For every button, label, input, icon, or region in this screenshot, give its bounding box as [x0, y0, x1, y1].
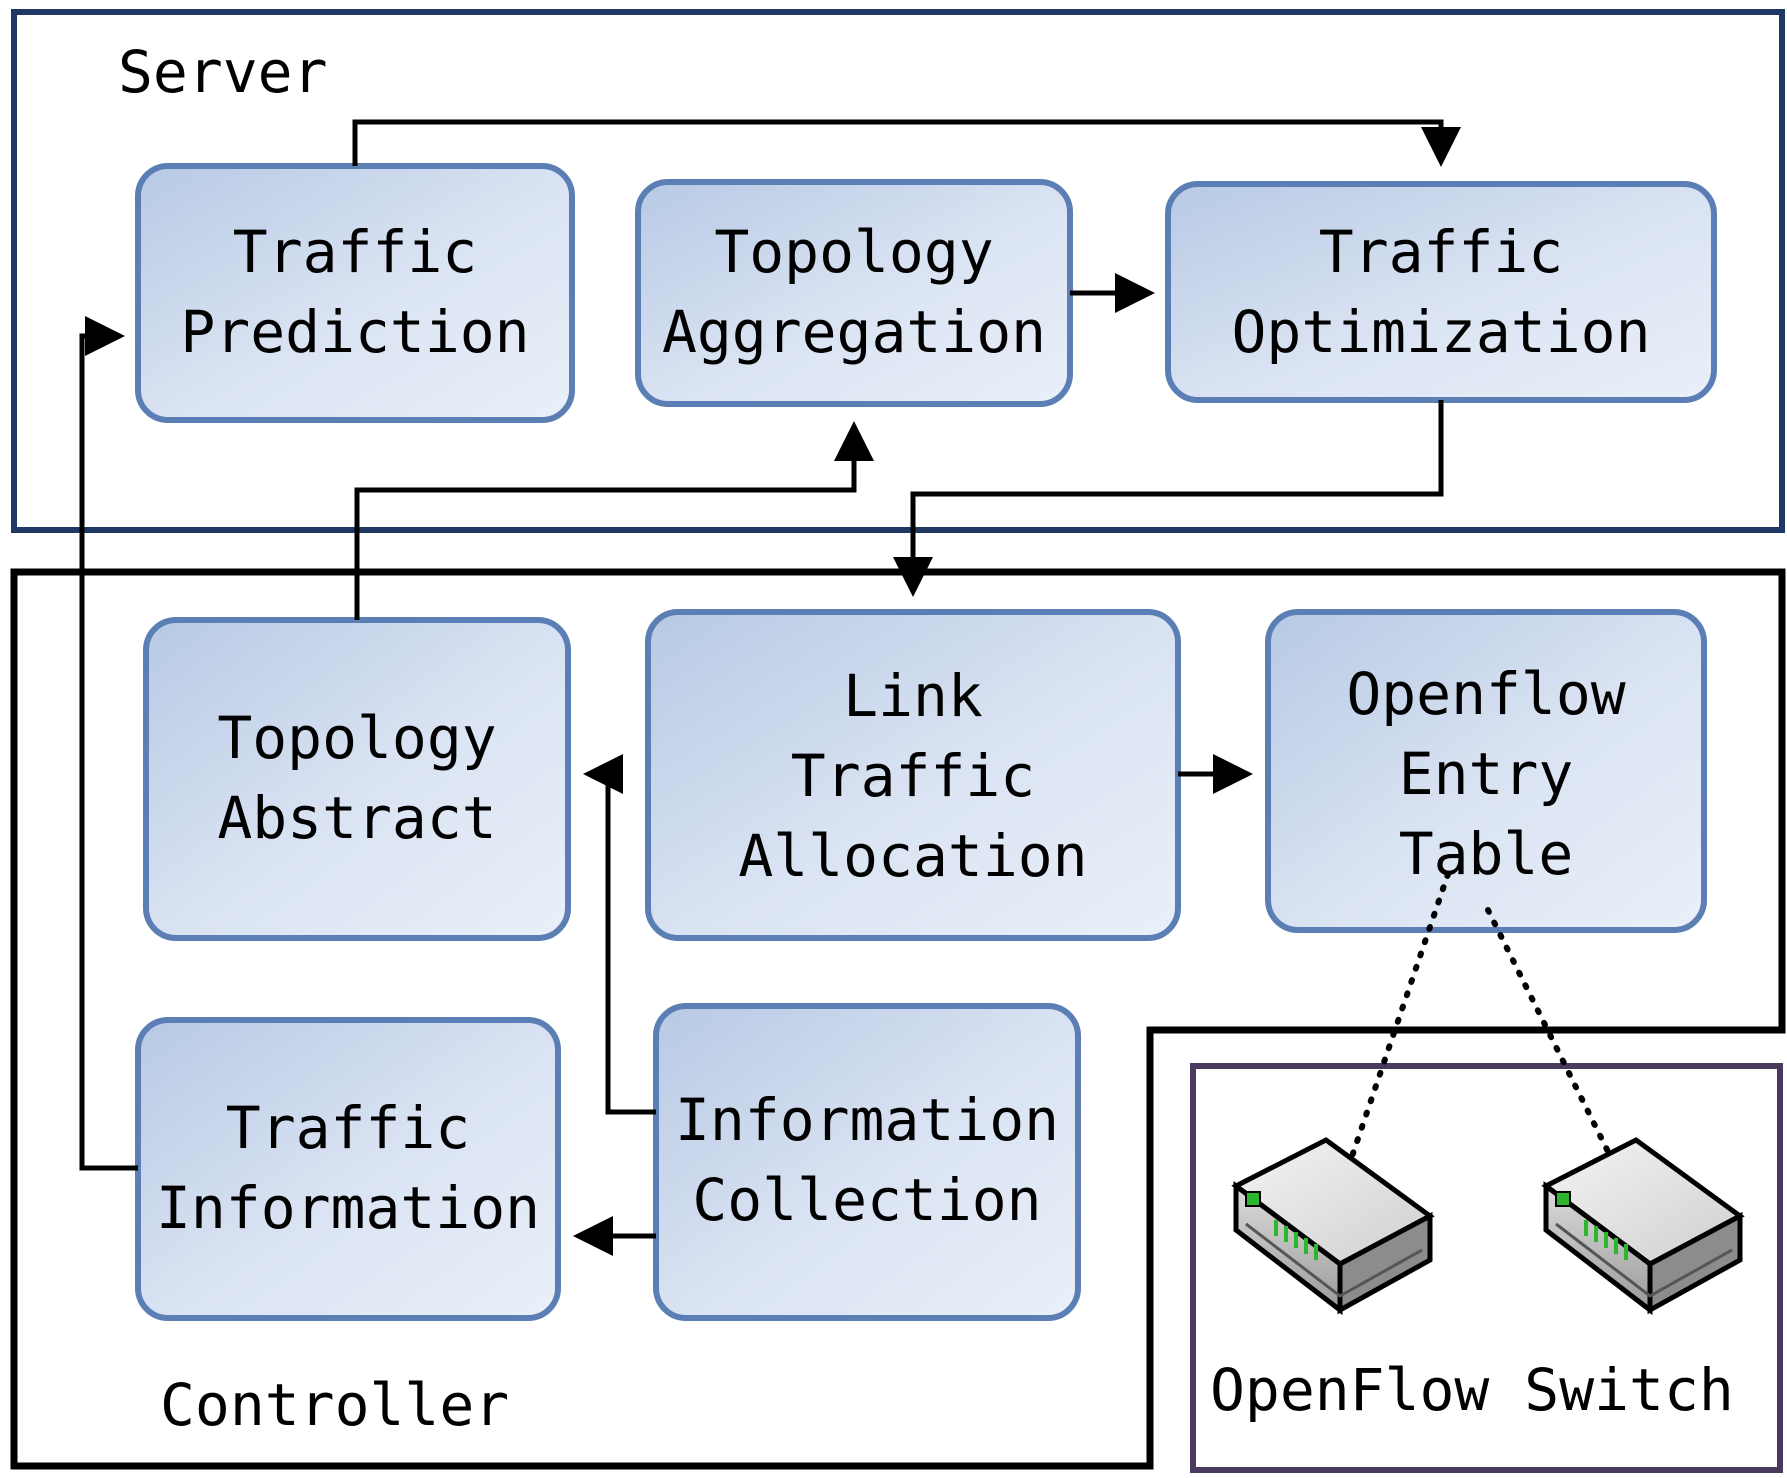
- link-traffic-allocation-line-3: Allocation: [738, 822, 1087, 890]
- switch-region: [1190, 1063, 1783, 1473]
- link-traffic-allocation-line-2: Traffic: [791, 742, 1035, 810]
- traffic-prediction-line-2: Prediction: [180, 298, 529, 366]
- information-collection-line-1: Information: [675, 1086, 1059, 1154]
- traffic-optimization-box: Traffic Optimization: [1165, 181, 1717, 403]
- dotted-link-switch-left: [1343, 871, 1451, 1177]
- network-switch-icon: [1541, 1137, 1745, 1316]
- openflow-entry-table-box: Openflow Entry Table: [1265, 609, 1707, 933]
- traffic-optimization-line-2: Optimization: [1231, 298, 1650, 366]
- switch-region-label: OpenFlow Switch: [1210, 1356, 1734, 1424]
- traffic-prediction-box: Traffic Prediction: [135, 163, 575, 423]
- topology-abstract-line-2: Abstract: [217, 784, 496, 852]
- arrow-abstract-to-aggregation: [354, 421, 874, 620]
- openflow-entry-table-line-3: Table: [1399, 820, 1574, 888]
- server-region-label: Server: [118, 38, 328, 106]
- traffic-information-line-2: Information: [156, 1174, 540, 1242]
- arrow-optimization-to-allocation: [893, 400, 1444, 597]
- arrow-information-to-prediction: [79, 316, 138, 1171]
- topology-aggregation-line-2: Aggregation: [662, 298, 1046, 366]
- traffic-information-box: Traffic Information: [135, 1017, 561, 1321]
- controller-region-label: Controller: [160, 1371, 509, 1439]
- openflow-entry-table-line-1: Openflow: [1346, 660, 1625, 728]
- topology-aggregation-box: Topology Aggregation: [635, 179, 1073, 407]
- topology-abstract-box: Topology Abstract: [143, 617, 571, 941]
- openflow-entry-table-line-2: Entry: [1399, 740, 1574, 808]
- traffic-information-line-1: Traffic: [226, 1094, 470, 1162]
- information-collection-line-2: Collection: [692, 1166, 1041, 1234]
- traffic-optimization-line-1: Traffic: [1319, 218, 1563, 286]
- arrow-prediction-to-optimization: [352, 119, 1461, 167]
- link-traffic-allocation-box: Link Traffic Allocation: [645, 609, 1181, 941]
- controller-region: [10, 568, 1786, 1470]
- information-collection-box: Information Collection: [653, 1003, 1081, 1321]
- server-region: [11, 9, 1785, 533]
- topology-aggregation-line-1: Topology: [714, 218, 993, 286]
- arrow-collection-to-abstract: [583, 754, 656, 1115]
- network-switch-icon: [1231, 1137, 1435, 1316]
- link-traffic-allocation-line-1: Link: [843, 662, 983, 730]
- topology-abstract-line-1: Topology: [217, 704, 496, 772]
- traffic-prediction-line-1: Traffic: [233, 218, 477, 286]
